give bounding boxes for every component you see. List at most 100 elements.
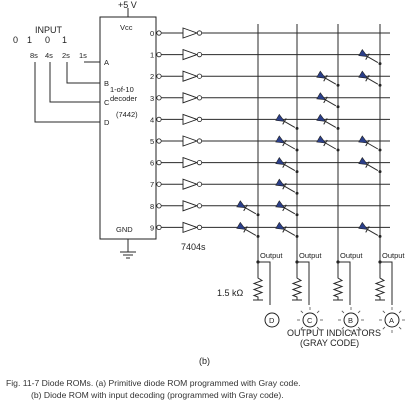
indicator-letter-A: A [389,316,394,325]
decoder-out-bubble-0 [156,30,162,36]
inverter-bubble-6 [196,160,203,166]
diode-r9-cC [275,221,296,236]
diode-node-r9-cC [295,234,299,238]
input-wire-4s [49,62,100,103]
decoder-out-bubble-5 [156,138,162,144]
decoder-out-pin-4: 4 [150,115,154,124]
decoder-out-pin-0: 0 [150,29,154,38]
indicator-lead-A [380,261,393,305]
column-output-label-B: Output [340,251,363,260]
diode-r1-cA [358,49,379,64]
indicator-letter-D: D [269,316,275,325]
diode-node-r5-cB [336,148,340,152]
diode-node-r4-cB [336,126,340,130]
diode-matrix [236,49,382,238]
decoder-pin-D: D [104,118,110,127]
decoder-out-pin-9: 9 [150,223,154,232]
input-bit-1: 1 [27,35,32,45]
decoder-out-pin-6: 6 [150,159,154,168]
diode-body [275,157,286,165]
inverter-bubble-3 [196,95,203,101]
decoder-out-bubble-3 [156,95,162,101]
pulldown-resistor-D [252,262,264,300]
inverter-4 [182,113,199,126]
diode-body [358,157,369,165]
diode-body [358,135,369,144]
indicator-lead-D [258,261,271,305]
diode-node-r2-cB [336,83,340,87]
indicator-lamp-C [302,312,318,328]
diode-bar [243,226,248,233]
indicator-ray-C-7 [316,310,320,314]
indicator-letter-C: C [307,316,313,325]
inverter-0 [182,27,199,39]
decoder-out-pin-2: 2 [150,72,154,81]
resistor-label: 1.5 kΩ [217,288,244,298]
diode-node-r8-cC [295,213,299,217]
input-label: INPUT [35,25,63,35]
input-bit-2: 0 [45,35,50,45]
diode-lead [284,142,296,150]
indicator-lamp-A [384,312,400,328]
inverter-2 [182,70,199,82]
diode-r9-cD [236,221,257,236]
column-output-label-C: Output [299,251,322,260]
indicator-ray-B-7 [357,310,361,314]
decoder-out-bubble-6 [156,160,162,166]
column-output-label-A: Output [382,251,405,260]
indicator-ray-C-3 [300,326,304,330]
caption-line-2: (b) Diode ROM with input decoding (progr… [31,390,284,400]
diode-lead [367,77,379,85]
diode-lead [367,228,379,236]
indicator-ray-B-5 [341,310,345,314]
inverter-9 [182,221,199,234]
indicator-letter-B: B [348,316,353,325]
diode-r9-cA [358,221,379,236]
diode-body [316,70,327,79]
diode-node-r7-cC [295,191,299,195]
diode-node-r9-cD [256,234,260,238]
input-weight-8s: 8s [30,51,38,60]
indicator-ray-B-1 [357,326,361,330]
supply-label: +5 V [118,0,137,10]
indicator-ray-A-7 [398,310,402,314]
diode-node-r4-cC [295,126,299,130]
diode-r8-cD [236,200,257,215]
inverter-bubble-0 [196,30,203,36]
indicator-lamp-D [264,312,280,328]
indicator-lead-C [297,261,310,305]
diode-r5-cA [358,135,379,150]
input-bit-3: 1 [62,35,67,45]
decoder-7442: +5 V Vcc 1-of-10 decoder (7442) GND [99,0,157,259]
diode-lead [245,207,257,215]
diode-lead [284,185,296,193]
decoder-part: (7442) [116,110,138,119]
diode-r2-cA [358,70,379,85]
diode-node-r8-cD [256,213,260,217]
indicator-ray-A-5 [382,310,386,314]
inverter-7 [182,178,199,190]
diode-r4-cC [275,113,296,128]
diode-body [275,178,286,187]
decoder-out-bubble-8 [156,203,162,209]
diode-lead [367,56,379,64]
diode-body [358,221,369,230]
inverter-5 [182,135,199,147]
input-wire-2s [66,62,100,84]
diode-lead [284,207,296,215]
decoder-box [99,16,157,240]
diode-body [275,135,286,144]
diode-body [236,200,247,209]
inverter-6 [182,156,199,169]
caption-line-1: Fig. 11-7 Diode ROMs. (a) Primitive diod… [6,378,301,388]
diode-body [358,70,369,79]
indicator-lamp-B [343,312,359,328]
diode-node-r5-cC [295,148,299,152]
diode-r7-cC [275,178,296,193]
vcc-label: Vcc [120,23,133,32]
inverter-label: 7404s [181,242,206,252]
